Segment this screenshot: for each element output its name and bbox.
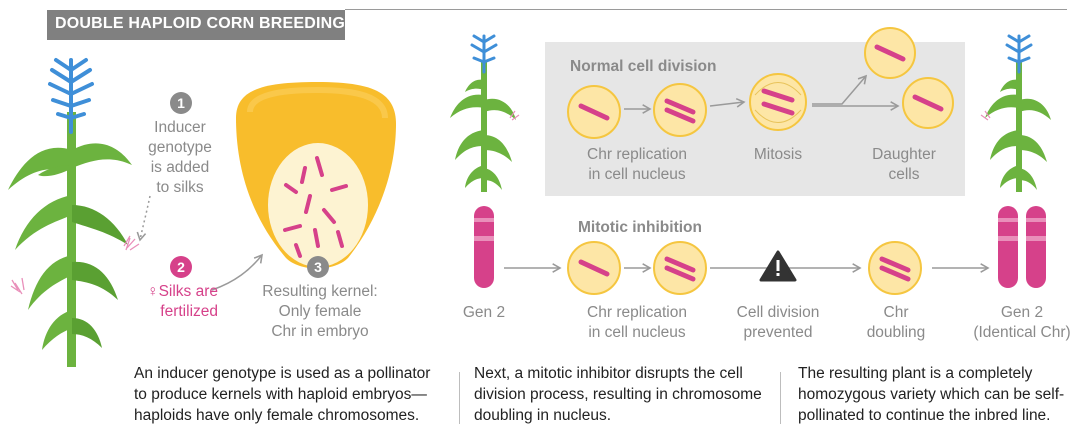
- step2-label: ♀Silks are fertilized: [146, 283, 218, 320]
- chromosome-gen2-right-a: [998, 206, 1018, 288]
- title-rule: [345, 9, 1067, 10]
- warning-triangle-icon: [759, 250, 797, 282]
- corn-plant-small-left: [450, 34, 520, 192]
- cell-inhib-2: [653, 241, 707, 295]
- cell-mitosis: [749, 73, 807, 131]
- step3-badge: 3: [307, 256, 329, 278]
- label-gen2-identical: Gen 2(Identical Chr): [973, 304, 1071, 341]
- cell-normal-1: [567, 85, 621, 139]
- step1-badge: 1: [170, 92, 192, 114]
- daughter-cell-2: [902, 77, 954, 129]
- page-title: DOUBLE HAPLOID CORN BREEDING: [55, 15, 346, 32]
- daughter-cell-1: [864, 27, 916, 79]
- chromosome-gen2-left: [474, 206, 494, 288]
- cell-inhib-1: [567, 241, 621, 295]
- divider-1: [459, 372, 460, 424]
- divider-2: [780, 372, 781, 424]
- arrow-normal-split-up: [812, 74, 868, 105]
- tassel-icon: [48, 58, 94, 134]
- normal-division-title: Normal cell division: [570, 58, 717, 75]
- title-bar: DOUBLE HAPLOID CORN BREEDING: [47, 10, 345, 40]
- step2-badge: 2: [170, 256, 192, 278]
- embryo: [268, 143, 368, 267]
- female-symbol-icon: ♀: [146, 283, 159, 300]
- embryo-chromosomes: [283, 156, 348, 258]
- corn-plant-small-right: [980, 34, 1051, 192]
- step1-arrow: [136, 195, 151, 242]
- cell-normal-2: [653, 83, 707, 137]
- description-2: Next, a mitotic inhibitor disrupts the c…: [474, 365, 762, 424]
- label-mitosis: Mitosis: [753, 146, 803, 163]
- mitotic-inhibition-title: Mitotic inhibition: [578, 219, 702, 236]
- arrow-normal-2: [709, 97, 746, 108]
- chromosome-gen2-right-b: [1026, 206, 1046, 288]
- corn-kernel: [236, 82, 396, 269]
- step2-arrow: [211, 253, 263, 291]
- description-1: An inducer genotype is used as a pollina…: [134, 365, 431, 424]
- label-gen2-left: Gen 2: [462, 304, 506, 321]
- cell-inhib-3: [868, 241, 922, 295]
- corn-plant-large: [8, 58, 140, 367]
